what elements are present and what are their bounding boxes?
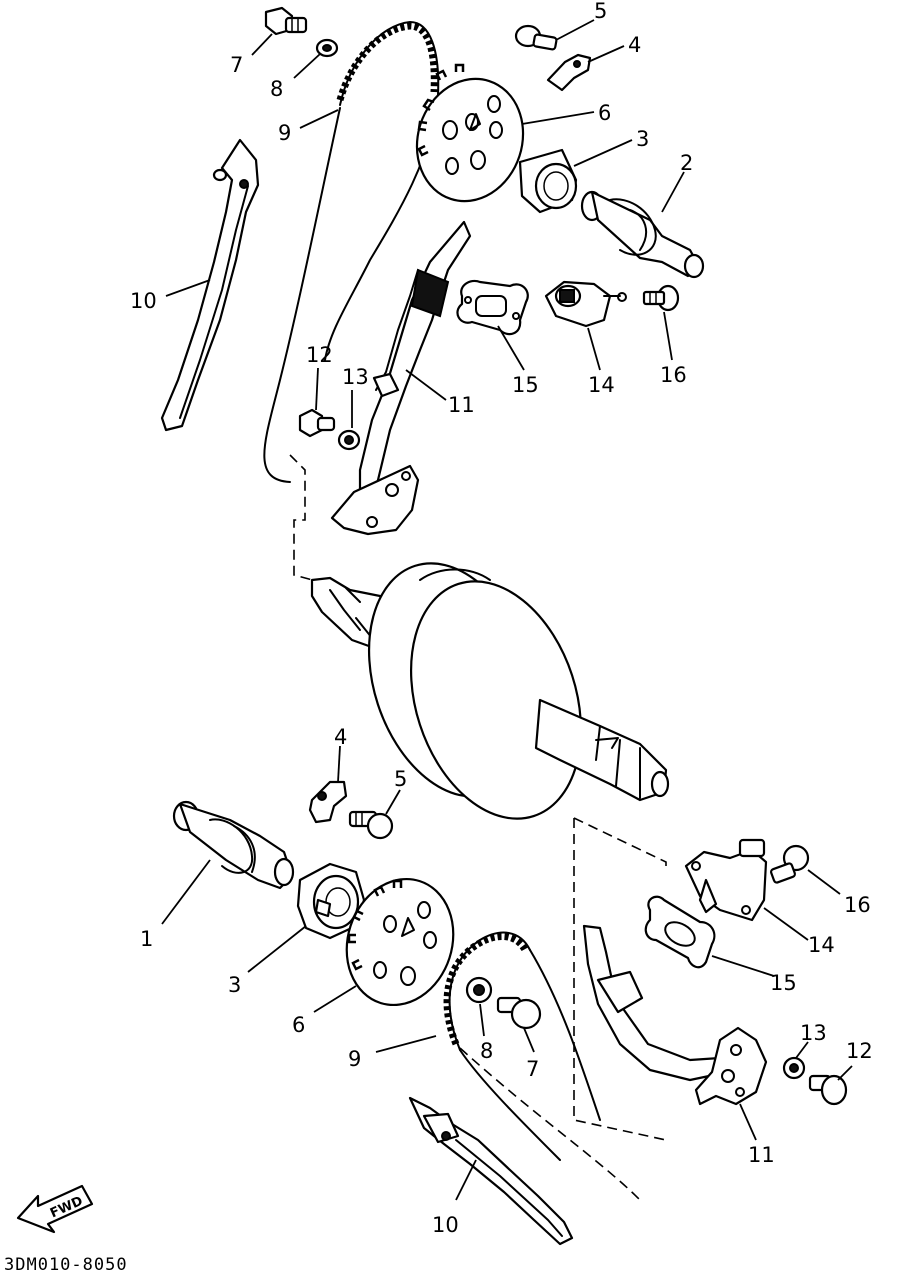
- callout-13-bottom: 13: [800, 1021, 827, 1045]
- part-5-bolt-top: [514, 24, 558, 51]
- callout-5-top: 5: [594, 0, 607, 23]
- part-11-tensioner-guide-bottom: [582, 924, 768, 1106]
- callout-5-bottom: 5: [394, 767, 407, 791]
- callout-3-bottom: 3: [228, 973, 241, 997]
- callout-16-top: 16: [660, 363, 687, 387]
- part-16-bolt-bottom: [770, 844, 810, 884]
- leader-lines: [161, 19, 853, 1201]
- callout-2: 2: [680, 151, 693, 175]
- callout-12-top: 12: [306, 343, 333, 367]
- part-7-bolt-bottom: [496, 996, 542, 1030]
- crankshaft: [310, 562, 670, 820]
- callout-9-bottom: 9: [348, 1047, 361, 1071]
- part-4-plate-bottom: [308, 780, 348, 824]
- callout-16-bottom: 16: [844, 893, 871, 917]
- callout-15-bottom: 15: [770, 971, 797, 995]
- part-13-washer-bottom: [782, 1056, 806, 1080]
- part-14-tensioner-top: [544, 280, 627, 328]
- part-14-tensioner-bottom: [684, 838, 768, 922]
- part-1-camshaft: [172, 800, 295, 890]
- assembly-line-top: [289, 454, 321, 583]
- part-4-plate-top: [546, 53, 592, 92]
- part-12-bolt-top: [298, 408, 336, 438]
- callout-10-bottom: 10: [432, 1213, 459, 1237]
- diagram-code: 3DM010-8050: [4, 1255, 128, 1275]
- part-8-washer-top: [315, 38, 339, 58]
- part-9-cam-chain-bottom: [443, 931, 601, 1161]
- callout-11-top: 11: [448, 393, 475, 417]
- part-6-sprocket-bottom: [345, 877, 455, 1007]
- fwd-arrow: FWD: [16, 1184, 94, 1234]
- callout-labels: 7 8 9 5 4 6 3 2 10 12 13 11 15 14 16 4 5…: [130, 0, 873, 1237]
- part-7-bolt-top: [264, 6, 308, 36]
- part-16-bolt-top: [642, 284, 680, 312]
- callout-6-top: 6: [598, 101, 611, 125]
- callout-1: 1: [140, 927, 153, 951]
- callout-4-top: 4: [628, 33, 641, 57]
- part-5-bolt-bottom: [348, 810, 394, 840]
- callout-8-bottom: 8: [480, 1039, 493, 1063]
- callout-15-top: 15: [512, 373, 539, 397]
- callout-8-top: 8: [270, 77, 283, 101]
- callout-6-bottom: 6: [292, 1013, 305, 1037]
- part-2-camshaft: [580, 190, 705, 279]
- callout-12-bottom: 12: [846, 1039, 873, 1063]
- part-10-chain-guide-top: [160, 138, 260, 432]
- callout-7-bottom: 7: [526, 1057, 539, 1081]
- callout-14-bottom: 14: [808, 933, 835, 957]
- part-15-gasket-bottom: [644, 895, 716, 969]
- part-3-collar-top: [518, 148, 578, 214]
- callout-9-top: 9: [278, 121, 291, 145]
- callout-14-top: 14: [588, 373, 615, 397]
- callout-7-top: 7: [230, 53, 243, 77]
- part-11-tensioner-guide-top: [330, 220, 472, 536]
- part-8-washer-bottom: [465, 976, 493, 1004]
- callout-13-top: 13: [342, 365, 369, 389]
- callout-11-bottom: 11: [748, 1143, 775, 1167]
- part-12-bolt-bottom: [808, 1074, 848, 1106]
- part-10-chain-guide-bottom: [408, 1096, 574, 1246]
- part-3-collar-bottom: [296, 862, 366, 940]
- part-6-sprocket-top: [415, 63, 525, 203]
- assembly-line-bottom: [459, 817, 667, 1201]
- part-15-gasket-top: [456, 279, 529, 336]
- part-13-washer-top: [337, 429, 361, 451]
- callout-4-bottom: 4: [334, 725, 347, 749]
- callout-3-top: 3: [636, 127, 649, 151]
- callout-10-top: 10: [130, 289, 157, 313]
